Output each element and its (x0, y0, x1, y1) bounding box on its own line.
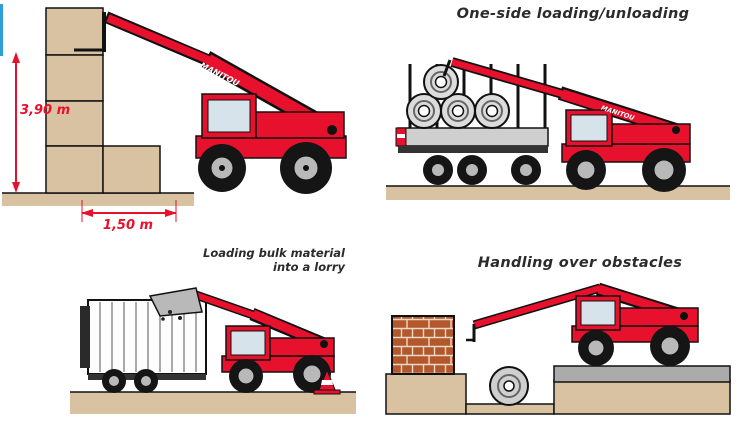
cab-window (230, 330, 266, 356)
dimension-reach-label: 1,50 m (102, 218, 154, 233)
panel-bulk-loading-illustration (70, 287, 356, 414)
telehandler-obstacles (466, 282, 699, 366)
panel-caption-bulk-loading: Loading bulk material into a lorry (145, 246, 345, 275)
concrete-slab (553, 365, 731, 383)
panel-stacking-illustration: MANITOU (2, 7, 347, 222)
stacked-boxes (45, 7, 161, 194)
wheels (578, 326, 690, 366)
lorry-wheels (102, 369, 158, 393)
brick-wall (391, 315, 455, 375)
coils (406, 64, 510, 129)
page-edge-artifact (0, 4, 3, 56)
telehandler-one-side: MANITOU (442, 57, 691, 192)
height-dimension-arrow (12, 52, 20, 193)
ground-with-pit (385, 365, 731, 415)
fork-carriage (74, 12, 106, 52)
ground-strip (386, 185, 730, 200)
panel-caption-bulk-line2: into a lorry (273, 259, 345, 274)
telehandler-stacking: MANITOU (74, 11, 347, 194)
lorry (80, 299, 207, 393)
panel-one-side-loading-illustration: MANITOU (386, 57, 730, 200)
panel-title-handling-obstacles: Handling over obstacles (477, 255, 683, 271)
panel-obstacles-illustration (385, 282, 731, 415)
bucket (148, 287, 203, 317)
dimension-height-label: 3,90 m (20, 103, 71, 118)
cab-window (207, 99, 251, 133)
wheels (566, 148, 686, 192)
traffic-cone (313, 368, 341, 395)
wheels (198, 142, 332, 194)
cab-window (570, 114, 608, 142)
cab-window (580, 300, 616, 326)
ground-strip (2, 192, 194, 206)
ground-strip (70, 391, 356, 414)
pipe-coil-in-pit (489, 366, 529, 406)
truck-wheels (423, 155, 541, 185)
coil (406, 93, 442, 129)
falling-material (161, 310, 182, 321)
coil (474, 93, 510, 129)
telehandler-bulk (148, 287, 335, 393)
coil (423, 64, 459, 100)
panel-caption-bulk-line1: Loading bulk material (203, 246, 345, 260)
reach-dimension-arrow (81, 200, 177, 222)
panel-title-one-side-loading: One-side loading/unloading (456, 6, 690, 22)
